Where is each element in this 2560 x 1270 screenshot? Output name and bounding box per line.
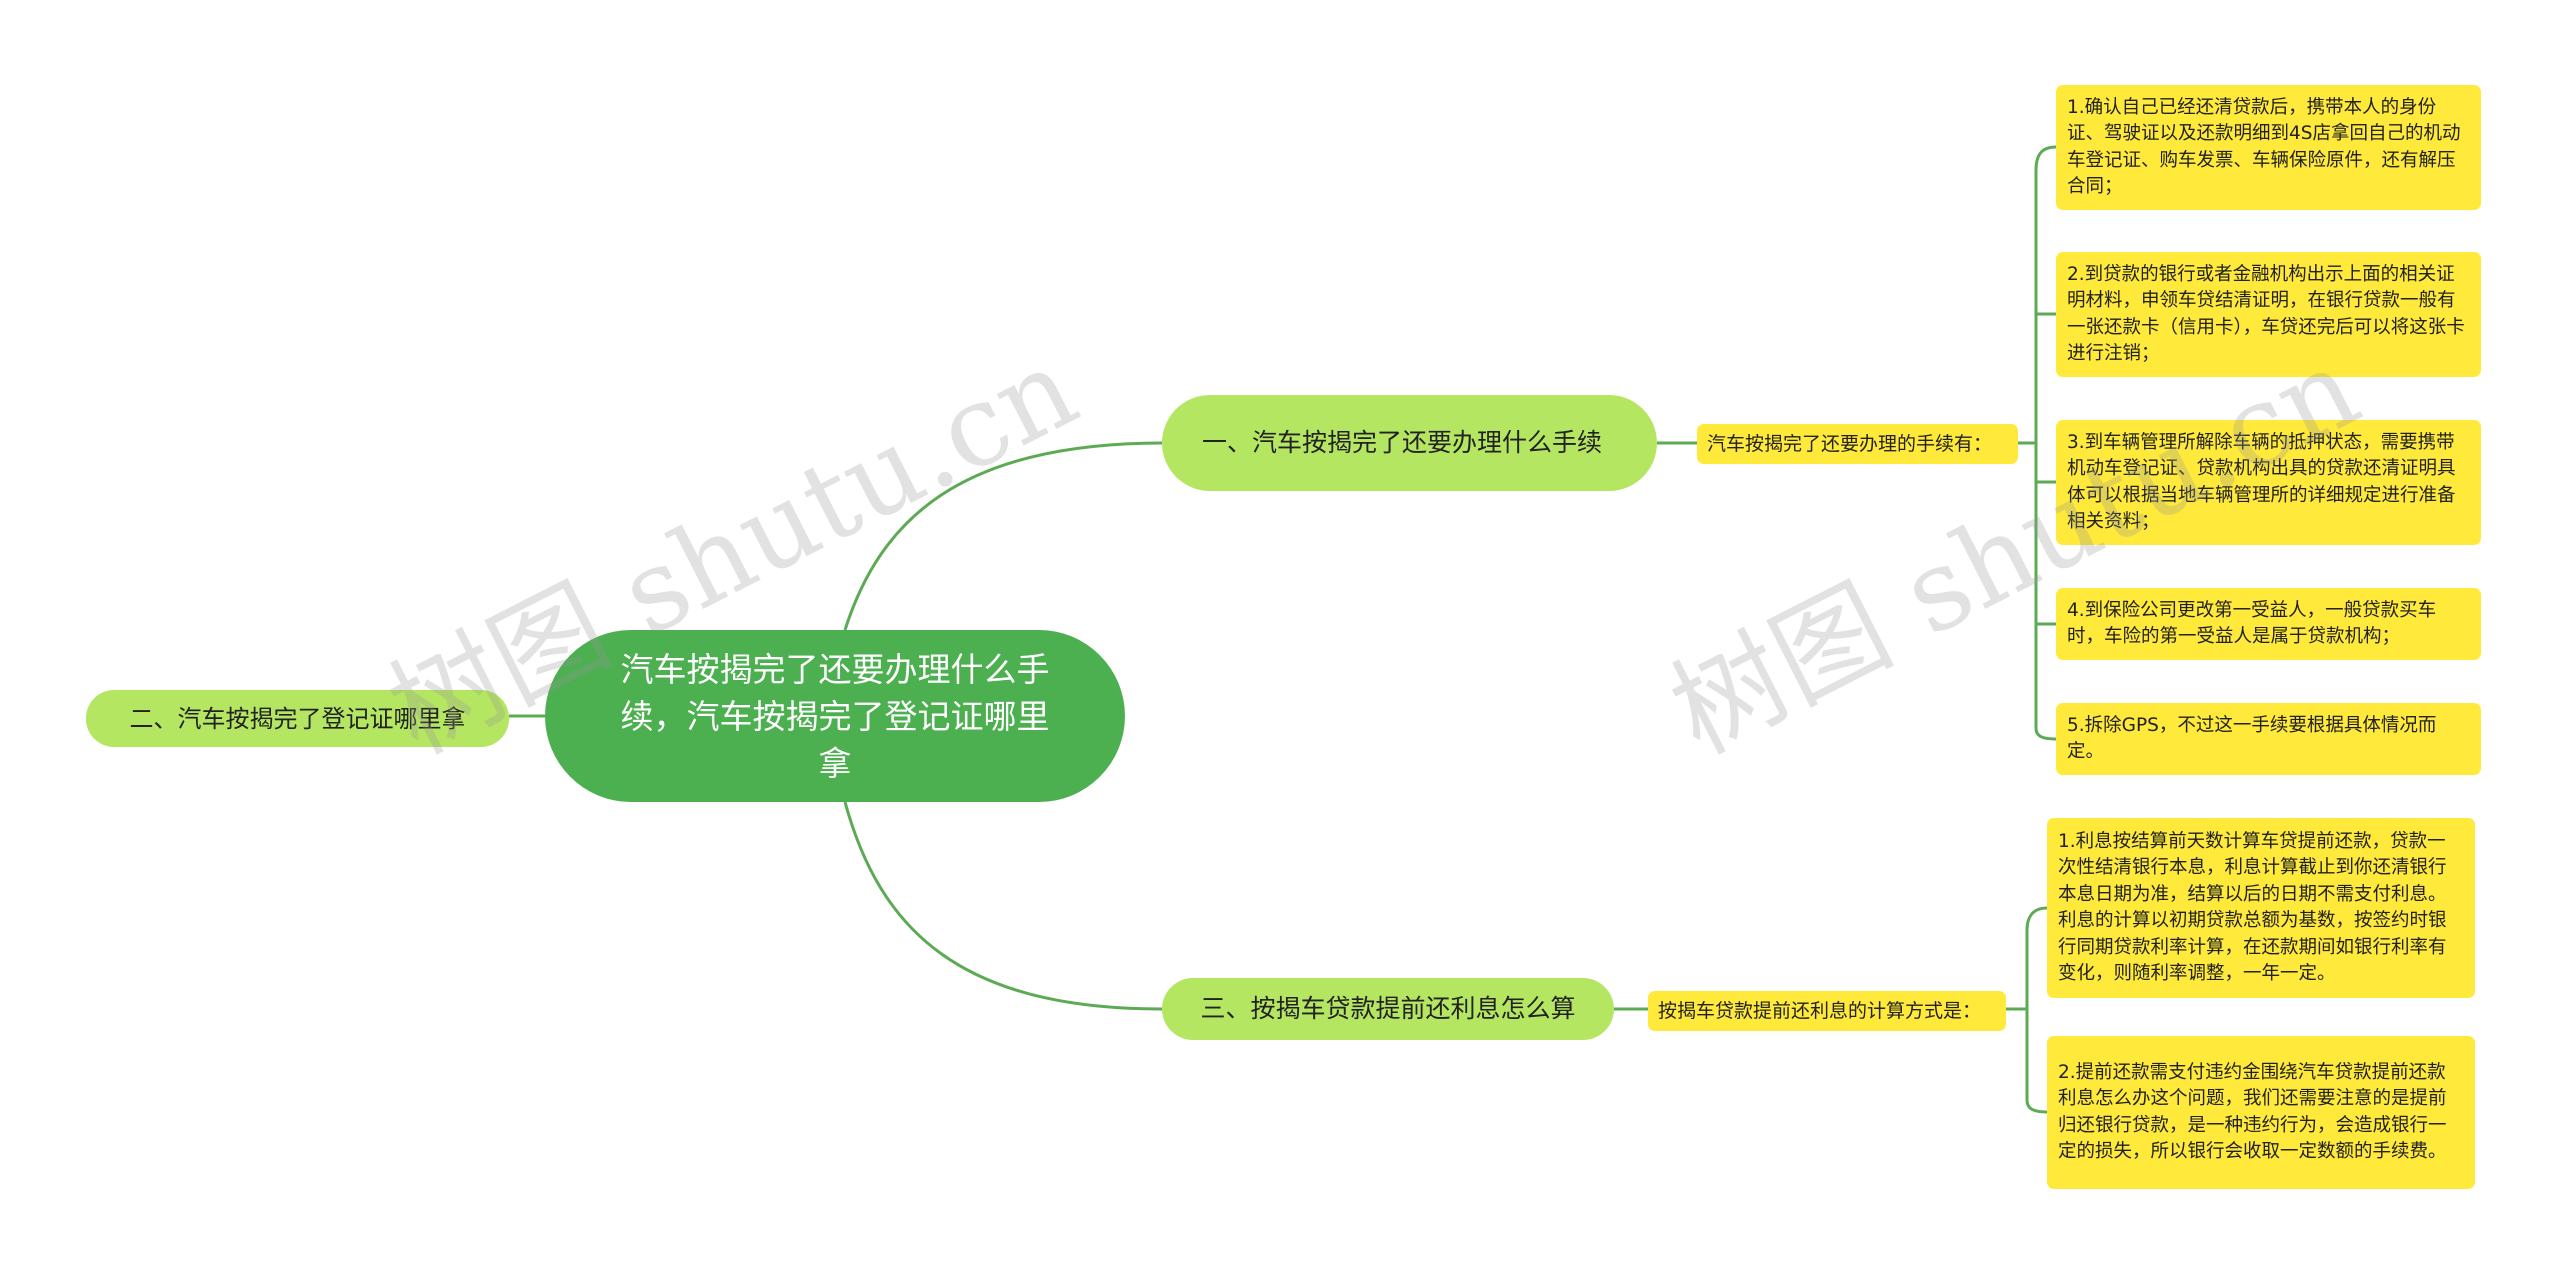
- subtopic-procedures-label: 汽车按揭完了还要办理的手续有：: [1707, 433, 1993, 455]
- leaf-interest-2-text: 2.提前还款需支付违约金围绕汽车贷款提前还款利息怎么办这个问题，我们还需要注意的…: [2058, 1061, 2447, 1163]
- leaf-step-3-text: 3.到车辆管理所解除车辆的抵押状态，需要携带机动车登记证、贷款机构出具的贷款还清…: [2067, 431, 2456, 533]
- branch-registration-certificate-label: 二、汽车按揭完了登记证哪里拿: [129, 704, 466, 733]
- leaf-interest-1[interactable]: 1.利息按结算前天数计算车贷提前还款，贷款一次性结清银行本息，利息计算截止到你还…: [2047, 818, 2475, 998]
- leaf-step-5-text: 5.拆除GPS，不过这一手续要根据具体情况而定。: [2067, 714, 2437, 763]
- leaf-interest-2[interactable]: 2.提前还款需支付违约金围绕汽车贷款提前还款利息怎么办这个问题，我们还需要注意的…: [2047, 1036, 2475, 1189]
- branch-procedures[interactable]: 一、汽车按揭完了还要办理什么手续: [1162, 395, 1657, 491]
- branch-registration-certificate[interactable]: 二、汽车按揭完了登记证哪里拿: [86, 690, 509, 747]
- branch-interest-calculation[interactable]: 三、按揭车贷款提前还利息怎么算: [1162, 978, 1614, 1040]
- subtopic-interest-label: 按揭车贷款提前还利息的计算方式是：: [1658, 1000, 1982, 1022]
- leaf-interest-1-text: 1.利息按结算前天数计算车贷提前还款，贷款一次性结清银行本息，利息计算截止到你还…: [2058, 830, 2447, 985]
- subtopic-interest[interactable]: 按揭车贷款提前还利息的计算方式是：: [1648, 991, 2006, 1031]
- leaf-step-1-text: 1.确认自己已经还清贷款后，携带本人的身份证、驾驶证以及还款明细到4S店拿回自己…: [2067, 96, 2461, 198]
- leaf-step-2[interactable]: 2.到贷款的银行或者金融机构出示上面的相关证明材料，申领车贷结清证明，在银行贷款…: [2056, 252, 2481, 377]
- subtopic-procedures[interactable]: 汽车按揭完了还要办理的手续有：: [1697, 424, 2018, 464]
- branch-procedures-label: 一、汽车按揭完了还要办理什么手续: [1202, 428, 1603, 457]
- link-root-branch3: [843, 801, 1163, 1011]
- root-topic-text: 汽车按揭完了还要办理什么手续，汽车按揭完了登记证哪里拿: [620, 649, 1050, 783]
- root-topic[interactable]: 汽车按揭完了还要办理什么手续，汽车按揭完了登记证哪里拿: [545, 630, 1125, 802]
- link-sub1-leaves: [2018, 145, 2057, 741]
- leaf-step-4[interactable]: 4.到保险公司更改第一受益人，一般贷款买车时，车险的第一受益人是属于贷款机构；: [2056, 588, 2481, 660]
- link-sub3-leaves: [2006, 906, 2048, 1114]
- leaf-step-5[interactable]: 5.拆除GPS，不过这一手续要根据具体情况而定。: [2056, 703, 2481, 775]
- leaf-step-3[interactable]: 3.到车辆管理所解除车辆的抵押状态，需要携带机动车登记证、贷款机构出具的贷款还清…: [2056, 420, 2481, 545]
- branch-interest-calculation-label: 三、按揭车贷款提前还利息怎么算: [1200, 994, 1576, 1023]
- leaf-step-2-text: 2.到贷款的银行或者金融机构出示上面的相关证明材料，申领车贷结清证明，在银行贷款…: [2067, 263, 2465, 365]
- link-root-branch1: [843, 441, 1163, 631]
- leaf-step-4-text: 4.到保险公司更改第一受益人，一般贷款买车时，车险的第一受益人是属于贷款机构；: [2067, 599, 2437, 648]
- leaf-step-1[interactable]: 1.确认自己已经还清贷款后，携带本人的身份证、驾驶证以及还款明细到4S店拿回自己…: [2056, 85, 2481, 210]
